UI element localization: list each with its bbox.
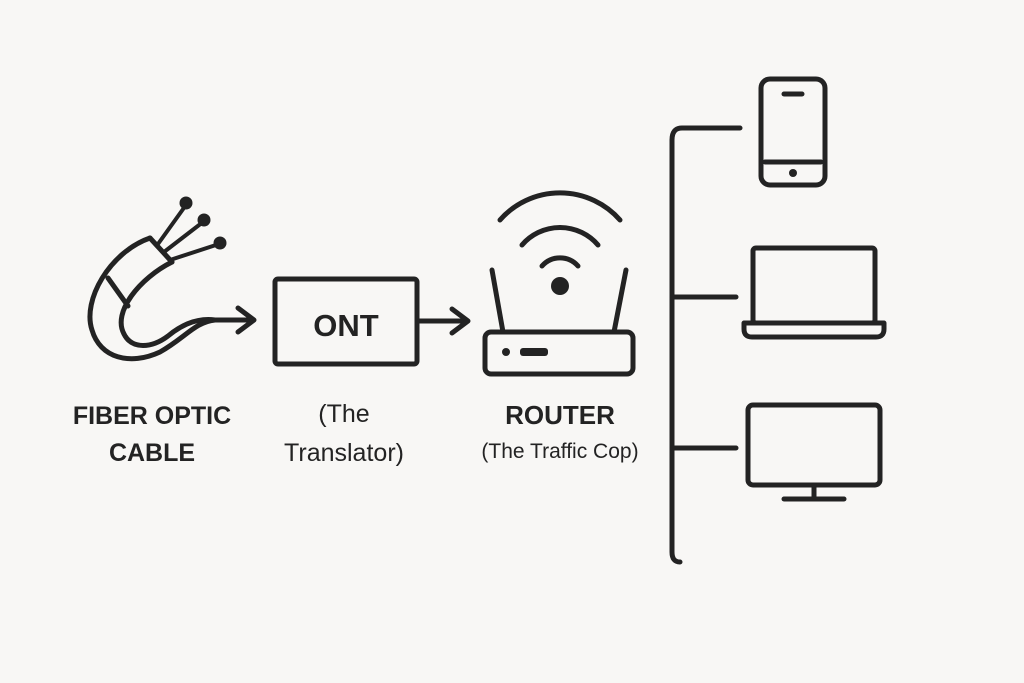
fiber-label-line1: FIBER OPTIC (73, 402, 231, 430)
fiber-optic-cable-icon (87, 196, 227, 362)
device-bracket (669, 125, 743, 565)
wifi-dot (551, 277, 569, 295)
wifi-arc-outer (497, 190, 623, 223)
ont-label-line1: (The (318, 400, 369, 428)
fiber-strand-tip (197, 213, 211, 227)
wifi-arc-middle (519, 225, 601, 248)
ont-box: ONT (272, 276, 420, 367)
laptop-icon (741, 245, 887, 340)
fiber-label: FIBER OPTIC CABLE (73, 402, 231, 467)
ont-label: (The Translator) (284, 400, 404, 467)
router-label-line1: ROUTER (505, 400, 615, 430)
router-label-line2: (The Traffic Cop) (481, 440, 638, 463)
fiber-strand-tip (213, 236, 227, 250)
fiber-label-line2: CABLE (109, 439, 195, 467)
monitor-icon (745, 402, 883, 502)
wifi-arc-inner (539, 255, 581, 269)
ont-box-text: ONT (313, 308, 379, 343)
fiber-strand-tip (179, 196, 193, 210)
router-label: ROUTER (The Traffic Cop) (481, 400, 638, 463)
arrow-ont-to-router (416, 306, 471, 336)
smartphone-icon (758, 76, 828, 188)
router-icon (482, 190, 636, 377)
arrow-fiber-to-ont (212, 305, 257, 335)
ont-label-line2: Translator) (284, 439, 404, 467)
